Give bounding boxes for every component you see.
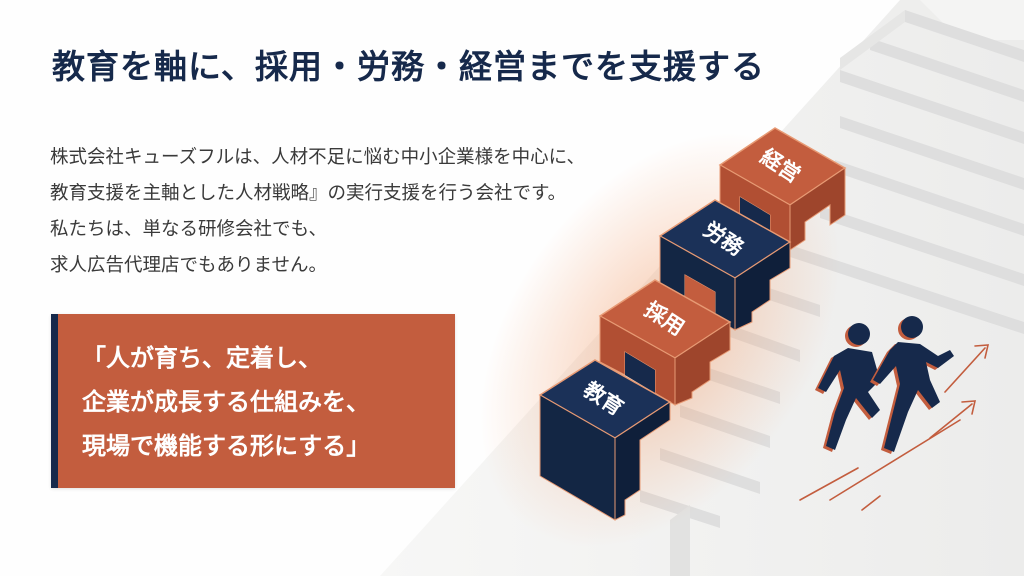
upward-arrow-icon — [799, 344, 990, 511]
page-title: 教育を軸に、採用・労務・経営までを支援する — [52, 47, 766, 86]
intro-line: 私たちは、単なる研修会社でも、 — [50, 219, 327, 240]
block-kyoiku — [538, 359, 672, 521]
intro-paragraph: 株式会社キューズフルは、人材不足に悩む中小企業様を中心に、 教育支援を主軸とした… — [50, 140, 585, 284]
block-romu — [658, 199, 792, 331]
intro-line: 求人広告代理店でもありません。 — [50, 255, 327, 276]
quote-line: 現場で機能する形にする」 — [82, 432, 371, 460]
intro-line: 教育支援を主軸とした人材戦略』の実行支援を行う会社です。 — [50, 183, 567, 204]
block-keiei — [718, 127, 847, 251]
running-people-icon — [815, 316, 954, 454]
block-saiyo — [598, 279, 732, 406]
intro-line: 株式会社キューズフルは、人材不足に悩む中小企業様を中心に、 — [50, 147, 586, 168]
mission-quote: 「人が育ち、定着し、 企業が成長する仕組みを、 現場で機能する形にする」 — [82, 336, 370, 468]
mission-quote-box: 「人が育ち、定着し、 企業が成長する仕組みを、 現場で機能する形にする」 — [51, 314, 455, 488]
quote-line: 企業が成長する仕組みを、 — [82, 388, 370, 416]
quote-line: 「人が育ち、定着し、 — [82, 344, 322, 372]
